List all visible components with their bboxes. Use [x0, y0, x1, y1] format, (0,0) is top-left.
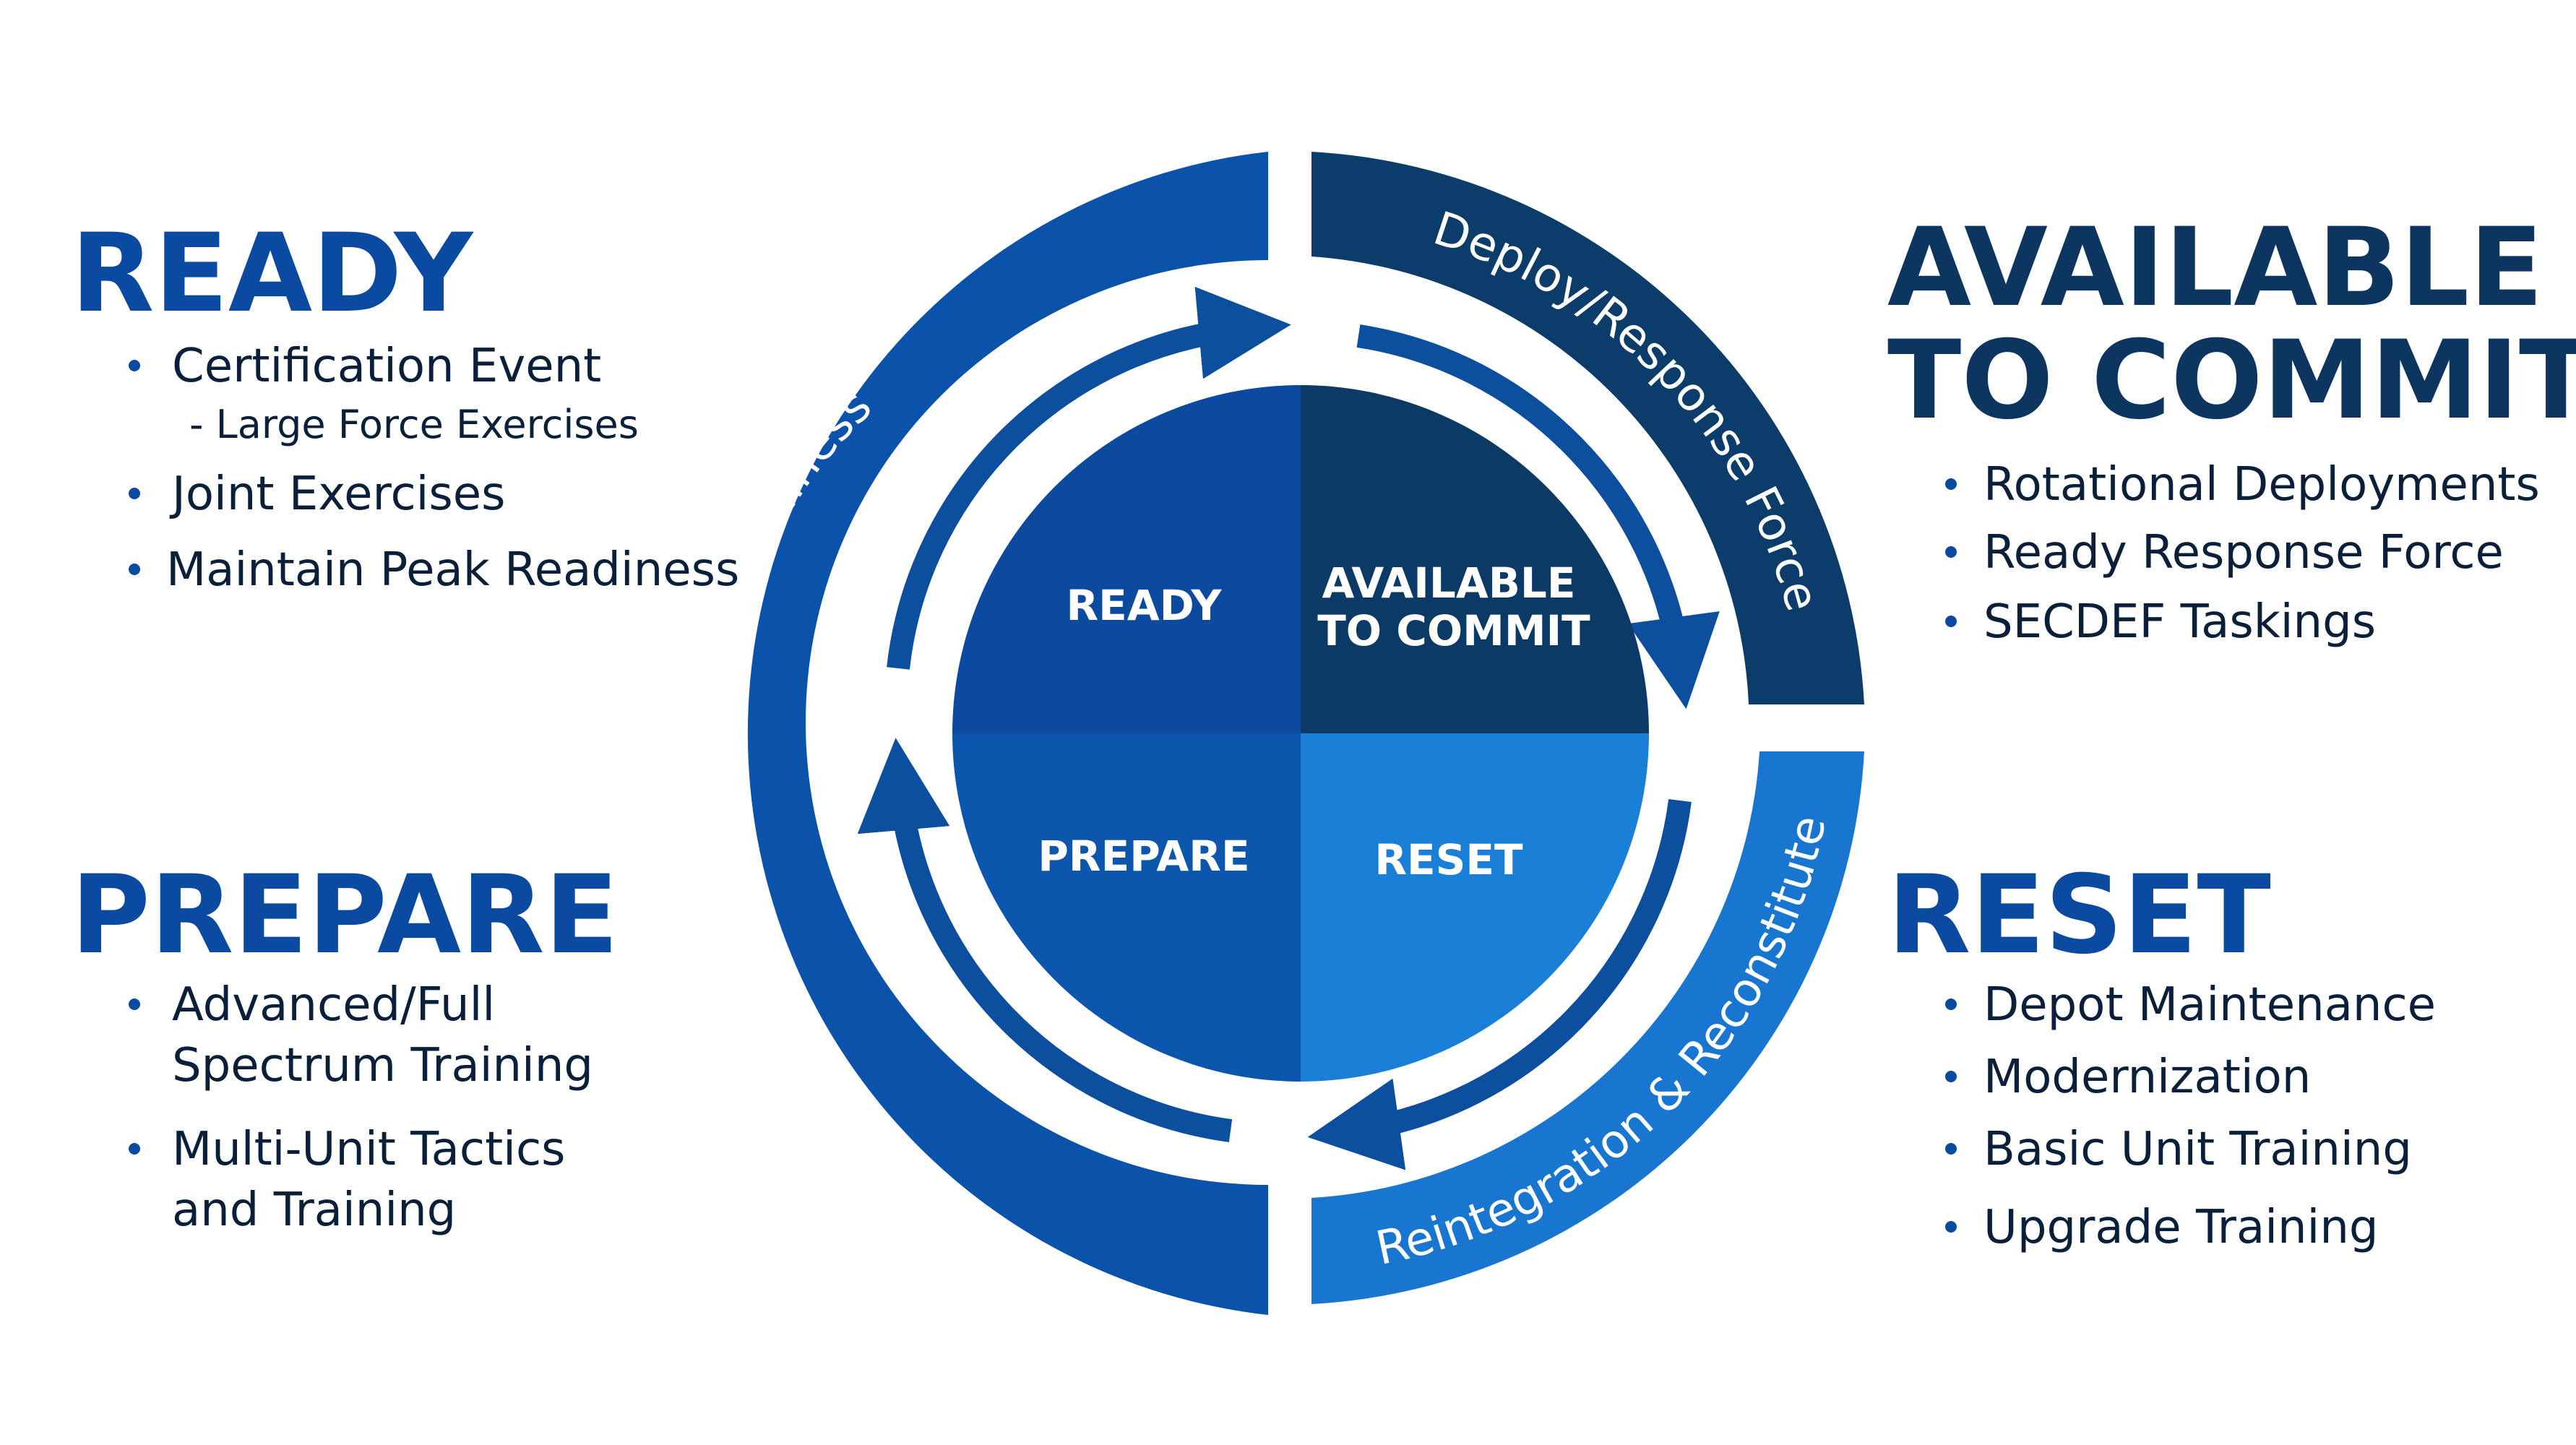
arrow-bottom-left [857, 738, 1233, 1142]
heading-ready: READY [71, 211, 475, 337]
quadrant-label-reset: RESET [1374, 835, 1523, 884]
prepare-item-1-line2: Spectrum Training [172, 1039, 593, 1092]
bullet-icon [129, 360, 140, 371]
outer-ring-bottom-right [1311, 751, 1864, 1304]
heading-reset: RESET [1887, 853, 2271, 978]
reset-item-1: Depot Maintenance [1983, 978, 2436, 1032]
reset-item-3: Basic Unit Training [1983, 1123, 2412, 1176]
heading-prepare: PREPARE [71, 853, 619, 978]
ready-item-2: Joint Exercises [169, 467, 505, 521]
heading-available-line1: AVAILABLE [1887, 205, 2543, 331]
section-available: AVAILABLE TO COMMIT Rotational Deploymen… [1887, 205, 2576, 649]
bullet-icon [1945, 616, 1957, 627]
prepare-item-1-line1: Advanced/Full [172, 978, 495, 1032]
bullet-icon [1945, 546, 1957, 558]
quadrant-label-available-line1: AVAILABLE [1322, 558, 1575, 608]
quadrant-ready [952, 385, 1301, 733]
ready-item-1: Certification Event [172, 340, 601, 393]
prepare-item-2-line1: Multi-Unit Tactics [172, 1123, 565, 1176]
bullet-icon [129, 488, 140, 499]
ready-item-1-sub: - Large Force Exercises [189, 402, 639, 447]
quadrant-label-prepare: PREPARE [1038, 832, 1249, 881]
bullet-icon [1945, 1143, 1957, 1155]
bullet-icon [1945, 1221, 1957, 1233]
section-reset: RESET Depot Maintenance Modernization Ba… [1887, 853, 2436, 1254]
quadrant-reset [1301, 733, 1649, 1082]
quadrant-label-ready: READY [1066, 581, 1222, 630]
bullet-icon [129, 564, 140, 575]
prepare-item-2-line2: and Training [172, 1183, 456, 1237]
heading-available-line2: TO COMMIT [1887, 318, 2576, 444]
arrow-top-left [887, 286, 1291, 670]
bullet-icon [129, 1143, 140, 1155]
ready-item-3: Maintain Peak Readiness [166, 543, 739, 597]
bullet-icon [129, 998, 140, 1010]
section-prepare: PREPARE Advanced/Full Spectrum Training … [71, 853, 619, 1237]
quadrant-prepare [952, 733, 1301, 1082]
bullet-icon [1945, 1071, 1957, 1082]
available-item-2: Ready Response Force [1983, 526, 2504, 579]
outer-ring-top-right [1311, 152, 1864, 704]
bullet-icon [1945, 998, 1957, 1010]
bullet-icon [1945, 478, 1957, 490]
available-item-3: SECDEF Taskings [1983, 595, 2376, 649]
section-ready: READY Certification Event - Large Force … [71, 211, 739, 597]
arrow-top-right [1356, 324, 1720, 709]
quadrant-label-available-line2: TO COMMIT [1317, 606, 1590, 655]
quadrant-available [1301, 385, 1649, 733]
reset-item-4: Upgrade Training [1983, 1201, 2379, 1254]
arrow-bottom-right [1307, 798, 1692, 1170]
outer-ring-left [747, 152, 1268, 1315]
available-item-1: Rotational Deployments [1983, 458, 2540, 512]
reset-item-2: Modernization [1983, 1051, 2311, 1104]
